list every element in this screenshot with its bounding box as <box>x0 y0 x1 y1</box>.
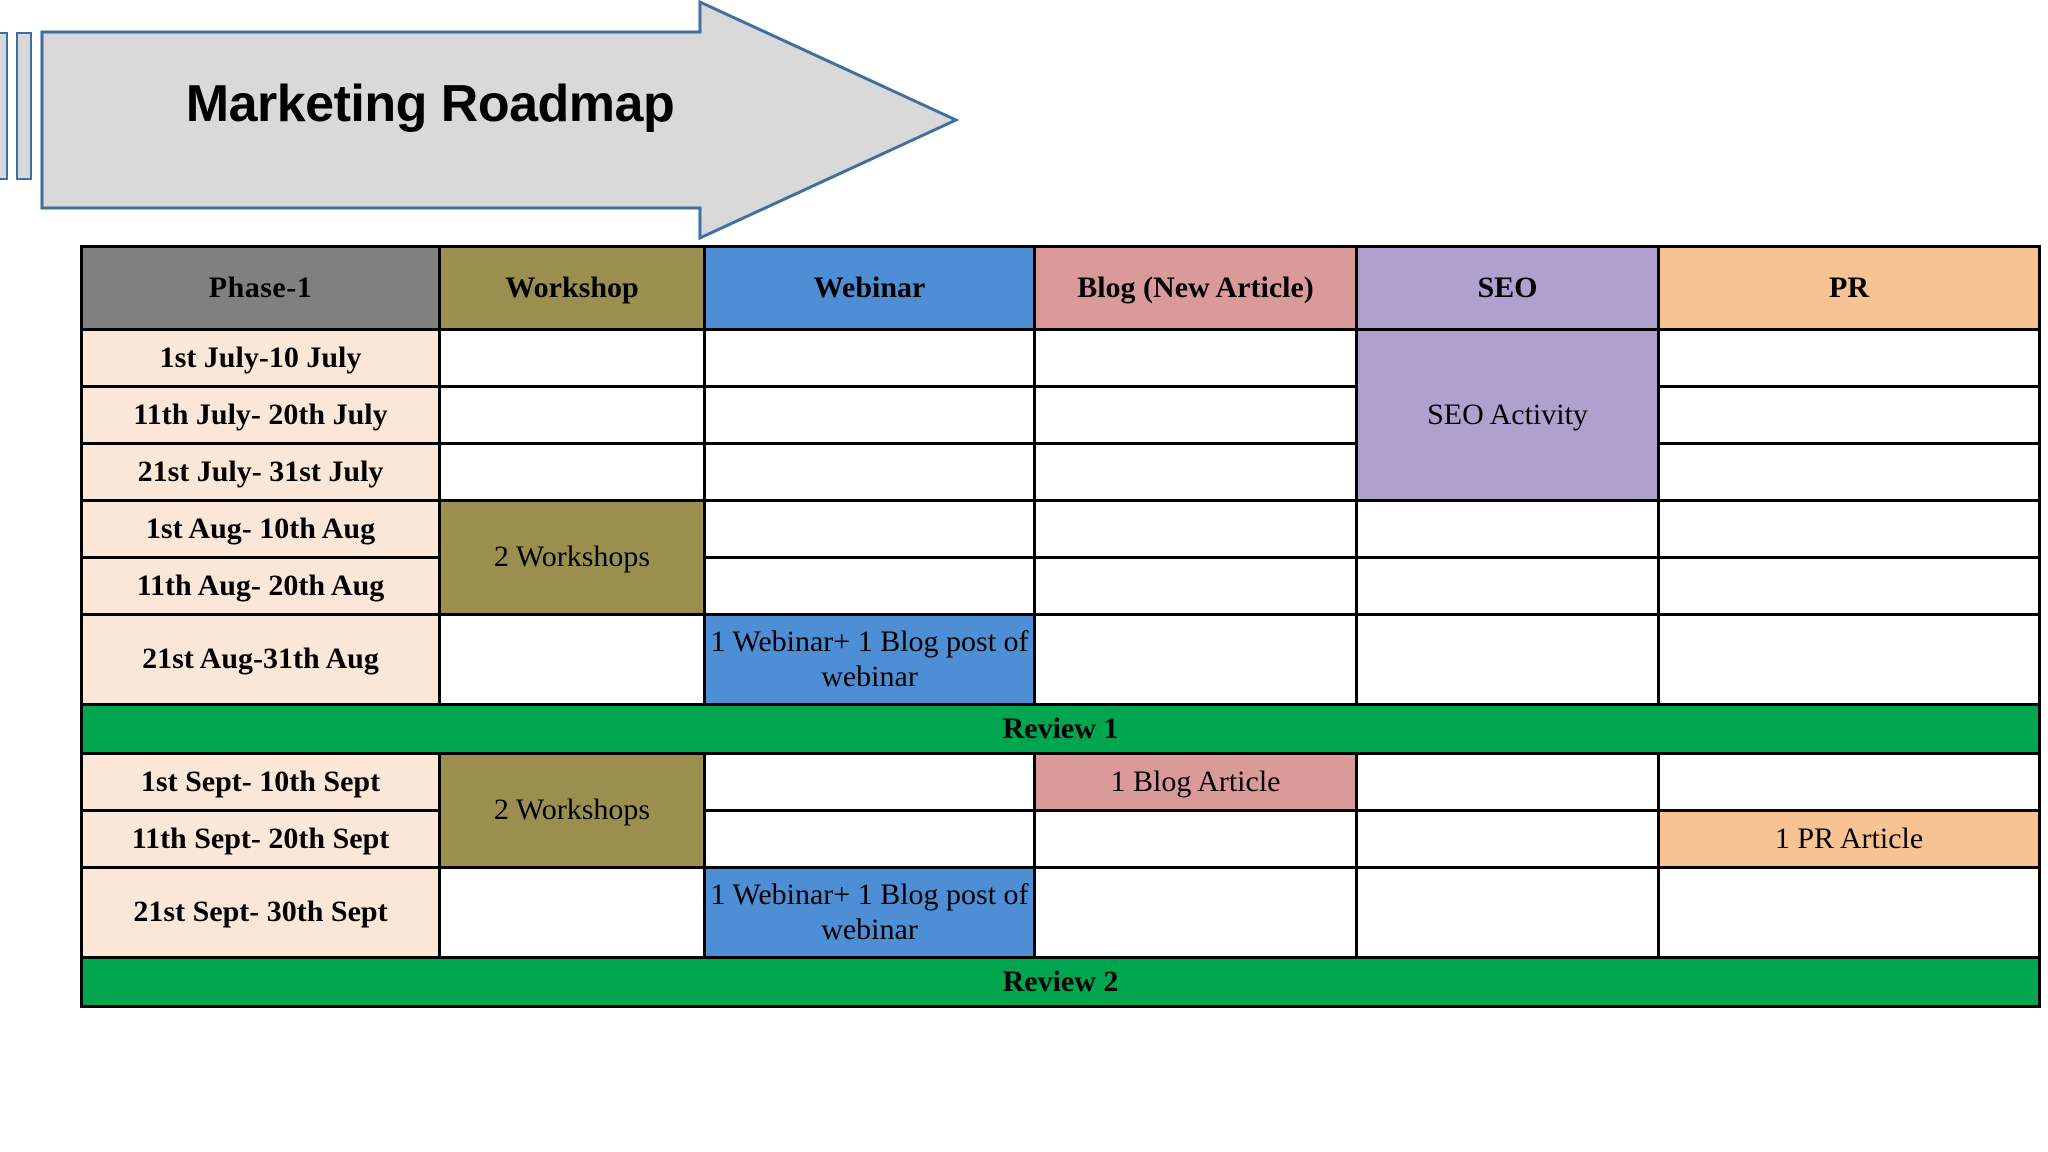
table-row: 1st Sept- 10th Sept 2 Workshops 1 Blog A… <box>80 752 2041 869</box>
roadmap-banner: Marketing Roadmap <box>0 0 960 240</box>
table-row: 11th Aug- 20th Aug <box>80 556 2041 616</box>
cell-webinar-august: 1 Webinar+ 1 Blog post of webinar <box>703 613 1036 706</box>
table-row: 21st July- 31st July <box>80 442 2041 502</box>
cell-seo-empty <box>1355 499 1660 559</box>
cell-webinar-empty <box>703 328 1036 388</box>
cell-webinar-september: 1 Webinar+ 1 Blog post of webinar <box>703 866 1036 959</box>
cell-pr-empty <box>1657 752 2041 812</box>
right-arrow-icon <box>40 0 960 240</box>
cell-pr-article: 1 PR Article <box>1657 809 2041 869</box>
cell-workshop-empty <box>438 442 706 502</box>
date-cell: 11th July- 20th July <box>80 385 441 445</box>
header-pr: PR <box>1657 245 2041 331</box>
cell-blog-empty <box>1033 556 1358 616</box>
cell-blog-empty <box>1033 809 1358 869</box>
cell-blog-empty <box>1033 385 1358 445</box>
cell-webinar-empty <box>703 499 1036 559</box>
cell-workshop-empty <box>438 866 706 959</box>
cell-pr-empty <box>1657 499 2041 559</box>
marketing-roadmap-table: Phase-1 Workshop Webinar Blog (New Artic… <box>80 245 2041 1008</box>
cell-seo-activity: SEO Activity <box>1355 328 1660 502</box>
cell-blog-empty <box>1033 328 1358 388</box>
table-row: 1st Aug- 10th Aug 2 Workshops <box>80 499 2041 616</box>
cell-workshop-august: 2 Workshops <box>438 499 706 616</box>
cell-pr-empty <box>1657 328 2041 388</box>
cell-pr-empty <box>1657 866 2041 959</box>
cell-seo-empty <box>1355 809 1660 869</box>
cell-webinar-empty <box>703 442 1036 502</box>
cell-blog-empty <box>1033 499 1358 559</box>
cell-pr-empty <box>1657 613 2041 706</box>
date-cell: 1st Aug- 10th Aug <box>80 499 441 559</box>
review-2-band: Review 2 <box>80 956 2041 1008</box>
cell-webinar-empty <box>703 385 1036 445</box>
table-row: 21st Aug-31th Aug 1 Webinar+ 1 Blog post… <box>80 613 2041 706</box>
table-row: 1st July-10 July SEO Activity <box>80 328 2041 502</box>
review-row: Review 1 <box>80 703 2041 755</box>
cell-seo-empty <box>1355 613 1660 706</box>
review-1-band: Review 1 <box>80 703 2041 755</box>
banner-accent-bar-1 <box>0 32 8 180</box>
review-row: Review 2 <box>80 956 2041 1008</box>
date-cell: 11th Sept- 20th Sept <box>80 809 441 869</box>
table-row: 11th July- 20th July <box>80 385 2041 445</box>
cell-pr-empty <box>1657 385 2041 445</box>
date-cell: 21st Sept- 30th Sept <box>80 866 441 959</box>
cell-blog-article: 1 Blog Article <box>1033 752 1358 812</box>
date-cell: 11th Aug- 20th Aug <box>80 556 441 616</box>
cell-webinar-empty <box>703 809 1036 869</box>
date-cell: 21st July- 31st July <box>80 442 441 502</box>
header-phase: Phase-1 <box>80 245 441 331</box>
header-blog: Blog (New Article) <box>1033 245 1358 331</box>
cell-pr-empty <box>1657 442 2041 502</box>
cell-blog-empty <box>1033 442 1358 502</box>
cell-workshop-september: 2 Workshops <box>438 752 706 869</box>
cell-pr-empty <box>1657 556 2041 616</box>
table-header-row: Phase-1 Workshop Webinar Blog (New Artic… <box>80 245 2041 331</box>
date-cell: 1st Sept- 10th Sept <box>80 752 441 812</box>
cell-seo-empty <box>1355 752 1660 812</box>
cell-webinar-empty <box>703 556 1036 616</box>
table-row: 21st Sept- 30th Sept 1 Webinar+ 1 Blog p… <box>80 866 2041 959</box>
cell-seo-empty <box>1355 866 1660 959</box>
cell-seo-empty <box>1355 556 1660 616</box>
cell-workshop-empty <box>438 385 706 445</box>
cell-workshop-empty <box>438 613 706 706</box>
cell-blog-empty <box>1033 866 1358 959</box>
cell-webinar-empty <box>703 752 1036 812</box>
page-title: Marketing Roadmap <box>185 75 675 133</box>
header-webinar: Webinar <box>703 245 1036 331</box>
cell-workshop-empty <box>438 328 706 388</box>
date-cell: 1st July-10 July <box>80 328 441 388</box>
date-cell: 21st Aug-31th Aug <box>80 613 441 706</box>
cell-blog-empty <box>1033 613 1358 706</box>
banner-accent-bar-2 <box>16 32 32 180</box>
header-seo: SEO <box>1355 245 1660 331</box>
header-workshop: Workshop <box>438 245 706 331</box>
table-row: 11th Sept- 20th Sept 1 PR Article <box>80 809 2041 869</box>
